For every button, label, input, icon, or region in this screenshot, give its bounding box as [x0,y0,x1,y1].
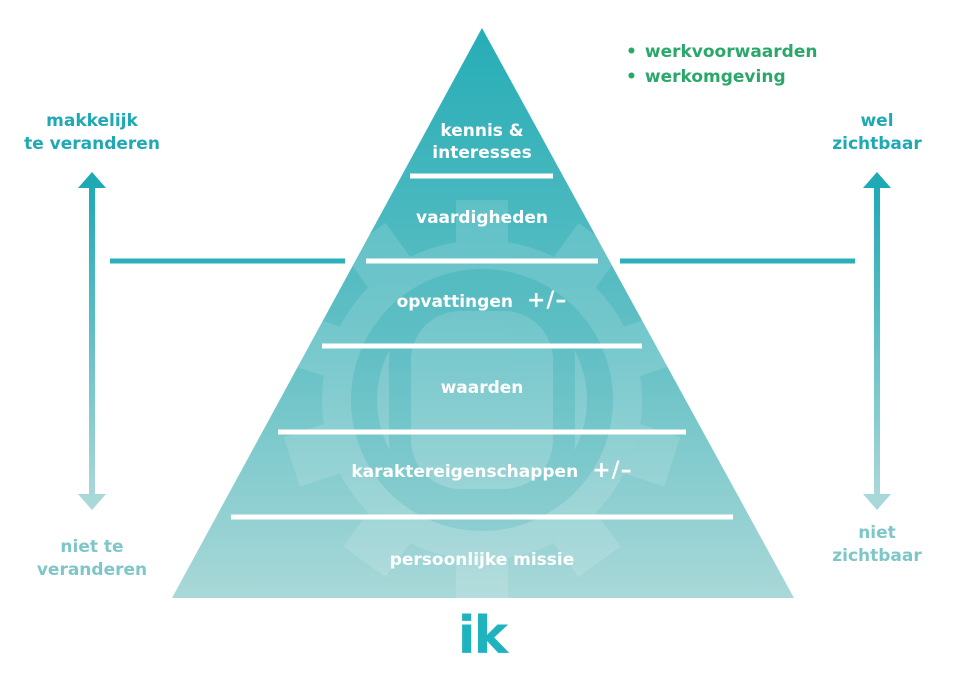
right-bottom-label: niet zichtbaar [832,523,922,566]
left-arrow-icon [78,172,106,510]
layer-vaardigheden: vaardigheden [415,208,548,228]
bullet-item: werkvoorwaarden [626,40,818,65]
gear-tooth [456,200,508,260]
left-top-label: makkelijk te veranderen [24,111,160,154]
bullet-item: werkomgeving [626,65,817,90]
pyramid-shape [172,28,794,598]
layer-opvattingen: opvattingen+/– [396,288,568,313]
ik-logo: ik [457,606,508,666]
layer-persoonlijke-missie: persoonlijke missie [389,550,575,570]
modifier-label: +/– [526,288,568,313]
modifier-label: +/– [592,458,633,483]
layer-kennis-interesses: kennis & interesses [432,121,532,163]
layer-karaktereigenschappen: karaktereigenschappen+/– [351,458,633,483]
right-arrow-icon [863,172,891,510]
layer-separators [231,173,733,520]
gear-tooth [456,540,508,598]
right-top-label: wel zichtbaar [832,111,922,154]
gear-tooth [283,418,357,487]
gear-icon [283,200,681,598]
environment-bullet-list: werkvoorwaarden werkomgeving [626,40,818,90]
gear-tooth [607,418,681,487]
left-bottom-label: niet te veranderen [36,537,148,580]
layer-waarden: waarden [440,378,524,398]
